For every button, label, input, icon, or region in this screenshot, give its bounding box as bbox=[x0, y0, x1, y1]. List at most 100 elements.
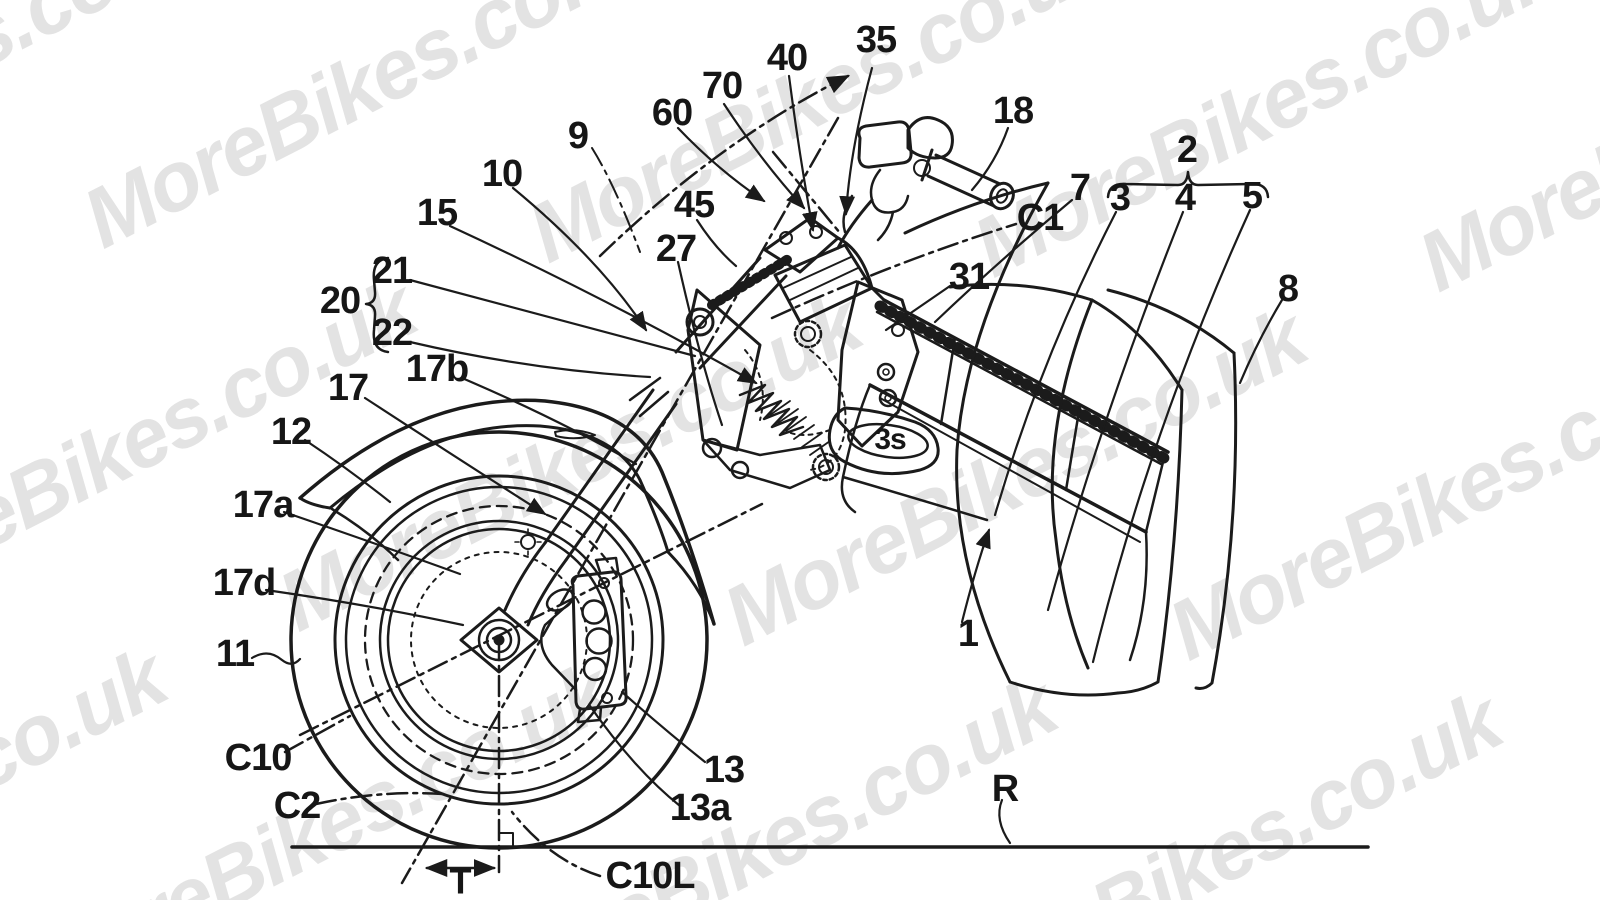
label-12: 12 bbox=[271, 411, 311, 453]
floor-edge bbox=[1008, 680, 1120, 697]
throttle-housing bbox=[906, 116, 954, 160]
label-7: 7 bbox=[1070, 167, 1090, 209]
lower-bolt bbox=[701, 437, 723, 459]
label-10: 10 bbox=[482, 153, 522, 195]
rear-panel-edge bbox=[1194, 351, 1238, 690]
label-3: 3 bbox=[1110, 177, 1130, 219]
switch-housing bbox=[857, 120, 913, 169]
leader-11 bbox=[250, 652, 302, 665]
grip-end-cap bbox=[989, 181, 1015, 211]
steering-assembly bbox=[685, 216, 920, 490]
hidden-edges-dashed bbox=[744, 349, 847, 471]
label-9: 9 bbox=[568, 115, 588, 157]
label-3s: 3s bbox=[874, 423, 906, 456]
label-11: 11 bbox=[216, 633, 255, 675]
leader-lines bbox=[250, 66, 1284, 845]
plate-outline bbox=[827, 406, 940, 476]
lower-bolt bbox=[730, 460, 750, 480]
label-20: 20 bbox=[320, 280, 360, 322]
panel-crease bbox=[1128, 530, 1148, 662]
leader-C2 bbox=[314, 791, 445, 806]
steering-axis-line bbox=[400, 116, 840, 885]
fork-bolt-ticks bbox=[514, 528, 542, 556]
fork-bolt bbox=[520, 534, 536, 550]
fork-leg-boss bbox=[545, 588, 575, 612]
beam-lower-edge bbox=[840, 383, 989, 522]
leader-17d bbox=[264, 588, 465, 627]
beam-bottom-inner bbox=[879, 397, 1141, 543]
caliper-piston bbox=[582, 656, 608, 682]
leader-13 bbox=[620, 690, 707, 764]
panel-shoulder bbox=[1090, 298, 1184, 392]
beam-bottom-chord bbox=[868, 383, 1148, 534]
leader-60 bbox=[676, 126, 766, 203]
label-45: 45 bbox=[674, 184, 715, 226]
leader-8 bbox=[1238, 298, 1284, 385]
caliper-bolt bbox=[598, 577, 610, 589]
label-40: 40 bbox=[767, 37, 807, 79]
leader-5 bbox=[1091, 208, 1252, 664]
label-17b: 17b bbox=[406, 348, 468, 390]
beam-separators bbox=[939, 336, 1082, 492]
right-angle-mark bbox=[498, 832, 514, 848]
center-lines bbox=[283, 74, 1018, 885]
leader-4 bbox=[1046, 210, 1185, 612]
leader-18 bbox=[970, 126, 1010, 192]
leader-22 bbox=[408, 340, 652, 379]
label-C1: C1 bbox=[1017, 197, 1064, 239]
front-fender bbox=[298, 398, 716, 626]
leader-9 bbox=[591, 147, 641, 253]
label-1: 1 bbox=[958, 613, 979, 655]
panel-inner-edge bbox=[1050, 298, 1094, 670]
label-13: 13 bbox=[704, 749, 744, 791]
label-17a: 17a bbox=[233, 484, 295, 526]
reference-labels: 35 40 70 60 9 10 15 18 2 3 4 5 7 8 C1 45… bbox=[213, 19, 1299, 900]
toothed-adjuster bbox=[811, 452, 841, 482]
hatching bbox=[769, 400, 831, 456]
toothed-adjuster bbox=[793, 319, 823, 349]
grip-end-hole bbox=[995, 188, 1009, 204]
leader-R bbox=[998, 798, 1012, 845]
brace-2 bbox=[1106, 170, 1270, 199]
caliper-bolt bbox=[601, 692, 613, 704]
coil-boot bbox=[738, 383, 805, 437]
label-31: 31 bbox=[949, 256, 990, 298]
label-22: 22 bbox=[372, 312, 412, 354]
leader-7 bbox=[933, 198, 1074, 324]
fender-front-tip bbox=[298, 496, 332, 510]
leader-13a bbox=[588, 704, 682, 808]
label-27: 27 bbox=[656, 228, 696, 270]
fender-vent-slot bbox=[554, 429, 596, 440]
axle-center-line bbox=[298, 502, 764, 737]
leader-35 bbox=[839, 66, 874, 216]
beam-hatch-band bbox=[874, 300, 1170, 464]
cowl-top-edge bbox=[903, 181, 1050, 235]
fender-rear-tip bbox=[666, 550, 716, 626]
fender-outer-edge bbox=[298, 398, 716, 626]
handlebar-axis-line bbox=[770, 222, 1018, 320]
leader-12 bbox=[303, 438, 392, 504]
rear-panel-top bbox=[1106, 288, 1236, 355]
sensor-plate-3s bbox=[827, 406, 940, 476]
fork-clamp-ticks bbox=[628, 376, 670, 418]
label-17: 17 bbox=[328, 367, 368, 409]
leader-17b bbox=[460, 376, 638, 466]
leader-27 bbox=[676, 260, 724, 427]
leader-C10 bbox=[283, 714, 352, 754]
leader-17a bbox=[282, 510, 462, 576]
brace-20 bbox=[364, 256, 390, 354]
label-4: 4 bbox=[1175, 177, 1196, 219]
ribbed-clamp-band bbox=[707, 253, 795, 310]
label-T: T bbox=[450, 861, 472, 900]
beam-top-inner bbox=[875, 310, 1163, 466]
frame-beam bbox=[840, 298, 1170, 543]
label-C10: C10 bbox=[225, 737, 292, 779]
leader-3 bbox=[993, 210, 1118, 517]
label-70: 70 bbox=[702, 65, 742, 107]
label-35: 35 bbox=[856, 19, 897, 61]
leader-21 bbox=[408, 278, 697, 358]
leader-31 bbox=[884, 284, 952, 332]
leader-15 bbox=[448, 224, 758, 385]
